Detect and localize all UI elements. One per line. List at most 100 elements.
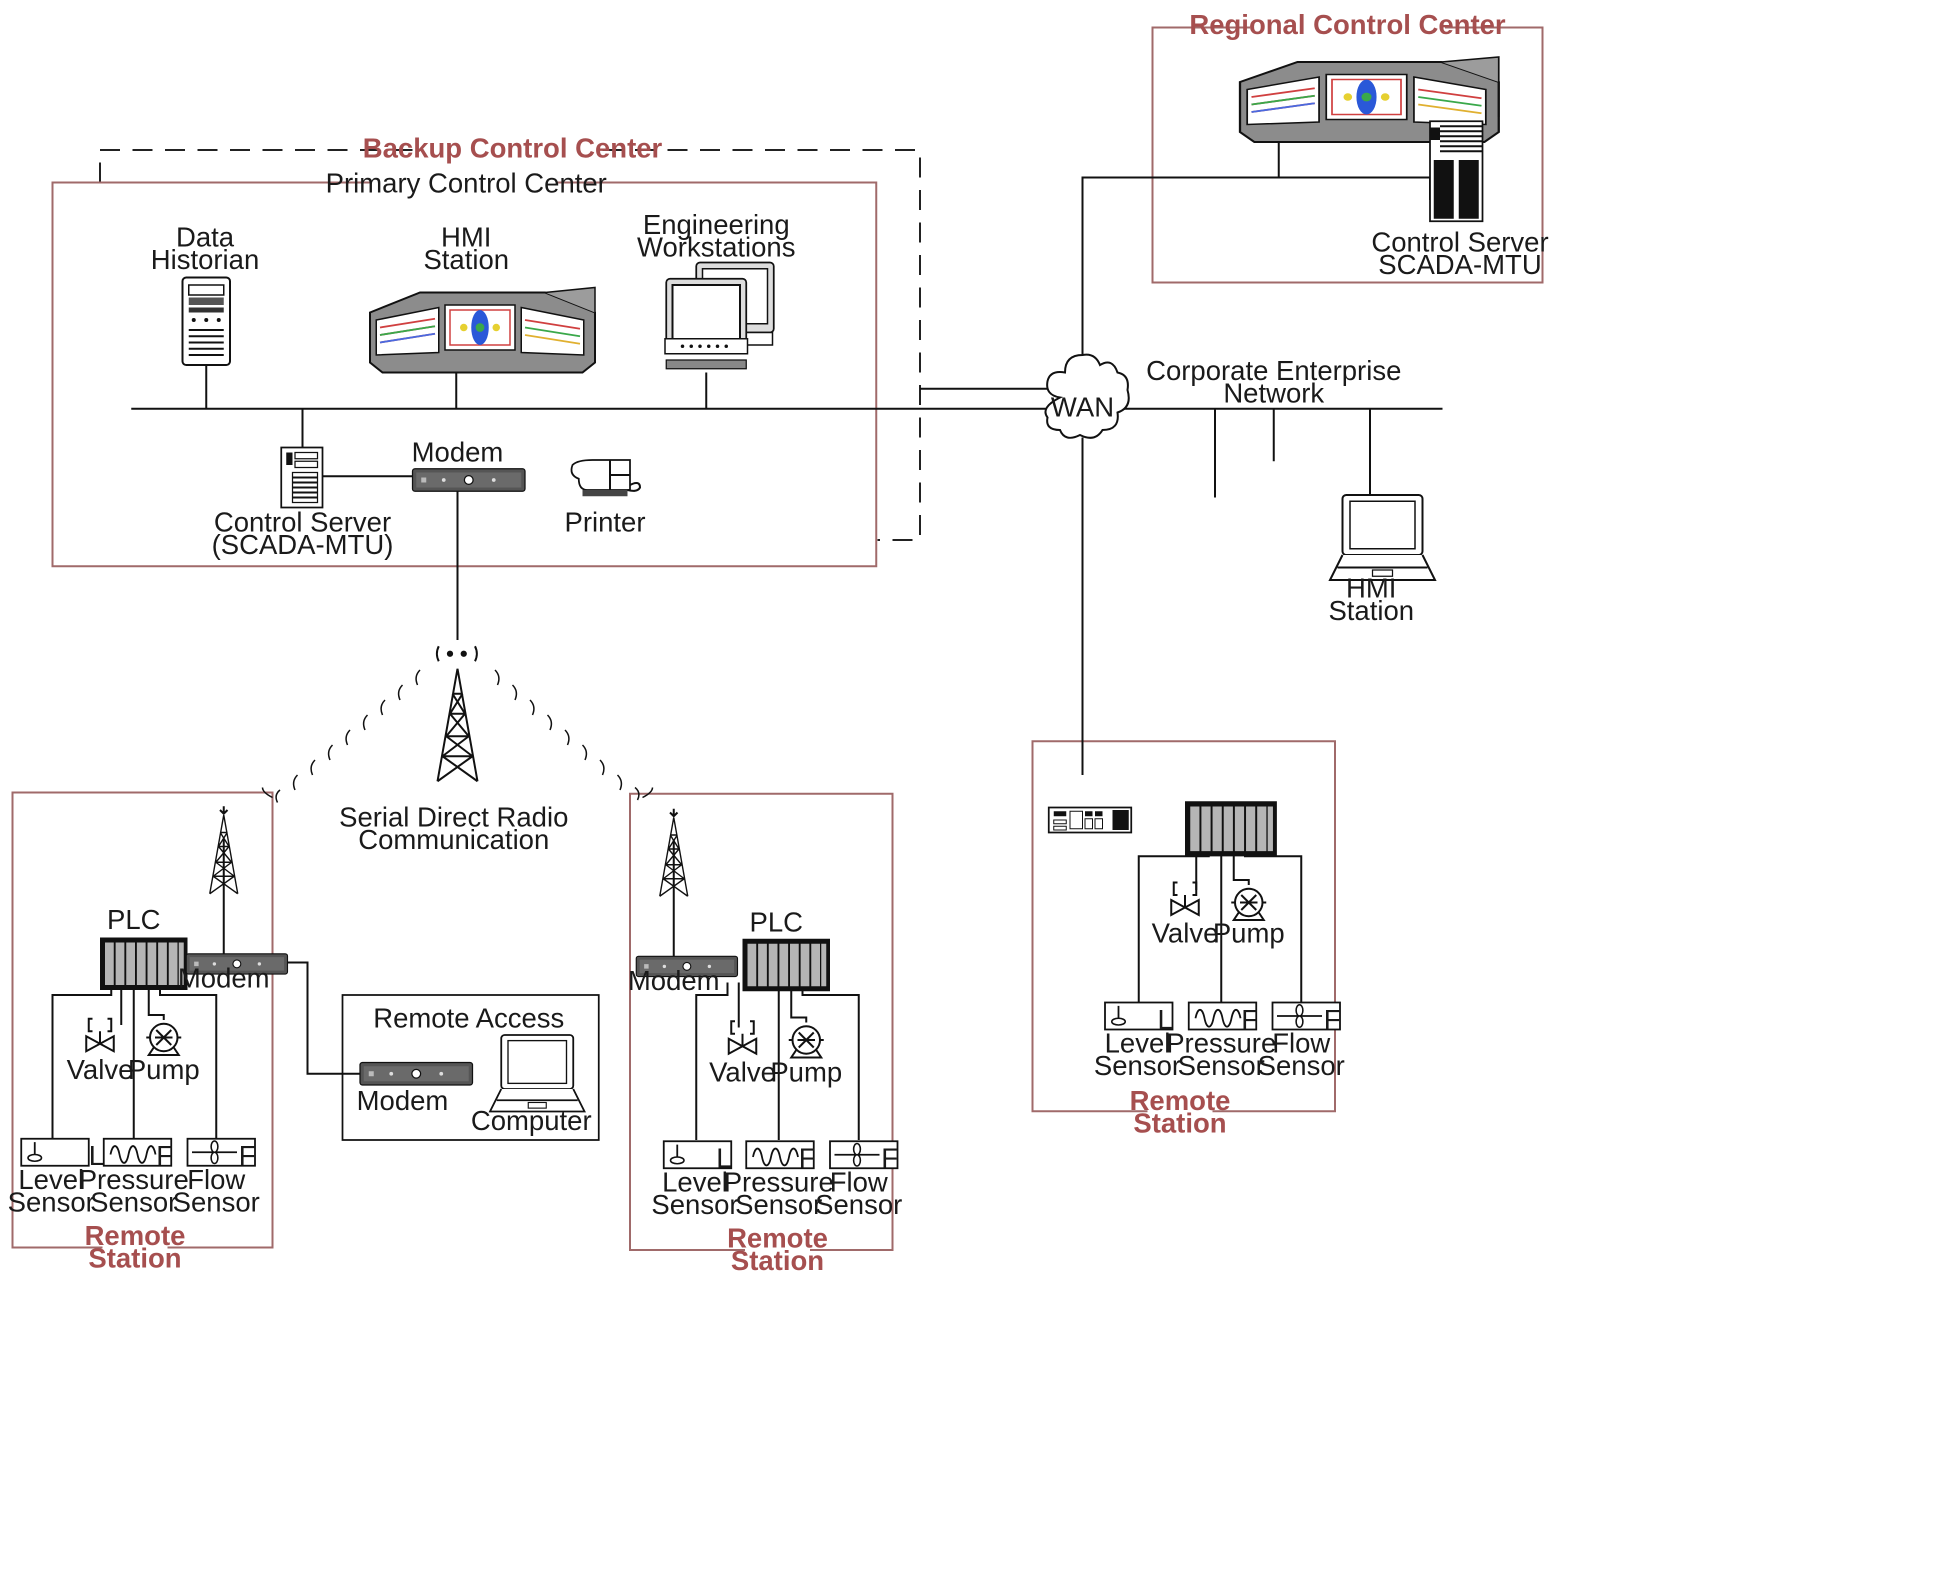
station-2-flow-label: Flow bbox=[830, 1166, 888, 1197]
station-3-level-sensor[interactable]: L bbox=[1104, 1001, 1174, 1035]
station-1-plc[interactable] bbox=[100, 937, 188, 991]
control-server-regional[interactable] bbox=[1429, 120, 1484, 223]
station-1-pump-label: Pump bbox=[128, 1054, 200, 1085]
remote-station-3-title: Remote bbox=[1130, 1085, 1231, 1116]
corporate-hmi-label-2: Station bbox=[1328, 595, 1414, 626]
station-2-level-sensor[interactable]: L bbox=[662, 1140, 733, 1174]
station-2-valve[interactable] bbox=[727, 1020, 758, 1055]
primary-control-center-title: Primary Control Center bbox=[326, 168, 607, 199]
station-1-level-sensor[interactable]: L bbox=[20, 1137, 104, 1171]
station-3-plc[interactable] bbox=[1184, 801, 1277, 857]
printer-label: Printer bbox=[565, 506, 646, 537]
svg-text:L: L bbox=[1158, 1004, 1173, 1035]
svg-text:F: F bbox=[1324, 1004, 1341, 1035]
wan-label: WAN bbox=[1051, 391, 1114, 422]
data-historian[interactable] bbox=[181, 276, 231, 366]
remote-access-modem-label: Modem bbox=[357, 1085, 449, 1116]
control-server-primary-label-2: (SCADA-MTU) bbox=[212, 529, 394, 560]
svg-text:F: F bbox=[239, 1140, 256, 1171]
station-3-level-label: Level bbox=[1105, 1028, 1171, 1059]
station-3-rtu[interactable] bbox=[1047, 806, 1133, 834]
station-3-flow-sensor[interactable]: F bbox=[1271, 1001, 1341, 1035]
station-2-pressure-sensor[interactable]: F bbox=[745, 1140, 816, 1174]
remote-access-border bbox=[341, 994, 600, 1141]
radio-label-2: Communication bbox=[358, 824, 549, 855]
svg-text:F: F bbox=[799, 1143, 816, 1174]
control-server-primary-label: Control Server bbox=[214, 506, 391, 537]
station-1-valve[interactable] bbox=[85, 1017, 115, 1053]
engineering-workstations[interactable] bbox=[664, 261, 775, 370]
station-1-valve-label: Valve bbox=[67, 1054, 134, 1085]
remote-access-modem[interactable] bbox=[359, 1061, 474, 1086]
station-2-level-label: Level bbox=[662, 1166, 728, 1197]
station-3-valve-label: Valve bbox=[1152, 918, 1219, 949]
hmi-station-label-2: Station bbox=[423, 244, 509, 275]
corporate-network-label-2: Network bbox=[1223, 378, 1324, 409]
station-2-plc-label: PLC bbox=[750, 906, 803, 937]
remote-station-2-border bbox=[629, 792, 894, 1251]
station-1-wires bbox=[51, 838, 225, 1139]
remote-station-1-border bbox=[11, 791, 274, 1249]
station-1-pressure-label-2: Sensor bbox=[90, 1186, 177, 1217]
radio-waves-left bbox=[261, 669, 421, 803]
wan-cloud-icon[interactable] bbox=[1044, 353, 1130, 439]
primary-control-center-border bbox=[51, 181, 878, 568]
station-2-pressure-label: Pressure bbox=[724, 1166, 834, 1197]
station-1-flow-label: Flow bbox=[187, 1164, 245, 1195]
station-1-plc-label: PLC bbox=[107, 904, 161, 935]
station-3-pump-label: Pump bbox=[1213, 918, 1285, 949]
regional-control-center-border bbox=[1151, 26, 1544, 284]
station-1-flow-sensor[interactable]: F bbox=[186, 1137, 256, 1171]
station-3-pump[interactable] bbox=[1230, 887, 1268, 921]
engineering-workstations-label-2: Workstations bbox=[637, 231, 795, 262]
corporate-hmi-label: HMI bbox=[1346, 573, 1396, 604]
remote-access-computer[interactable] bbox=[489, 1034, 586, 1113]
svg-text:L: L bbox=[716, 1143, 731, 1174]
station-1-modem-label: Modem bbox=[178, 963, 270, 994]
control-server-regional-label-2: SCADA-MTU bbox=[1378, 249, 1541, 280]
hmi-station-console[interactable] bbox=[369, 286, 596, 374]
station-2-flow-sensor[interactable]: F bbox=[829, 1140, 899, 1174]
regional-control-center-title: Regional Control Center bbox=[1189, 9, 1506, 40]
station-2-antenna[interactable] bbox=[659, 808, 689, 897]
corporate-hmi-laptop[interactable] bbox=[1329, 494, 1436, 581]
control-server-regional-label: Control Server bbox=[1371, 226, 1548, 257]
station-3-flow-label: Flow bbox=[1272, 1028, 1330, 1059]
modem-primary[interactable] bbox=[411, 468, 526, 492]
station-1-level-label-2: Sensor bbox=[8, 1186, 95, 1217]
backup-control-center-title: Backup Control Center bbox=[363, 133, 663, 164]
backup-control-center-border bbox=[99, 149, 921, 541]
station-3-flow-label-2: Sensor bbox=[1258, 1050, 1345, 1081]
station-2-modem-label: Modem bbox=[628, 965, 720, 996]
station-2-plc[interactable] bbox=[742, 938, 831, 992]
radio-waves-right bbox=[494, 669, 654, 801]
station-1-level-label: Level bbox=[18, 1164, 84, 1195]
station-2-pump-label: Pump bbox=[770, 1056, 842, 1087]
station-3-pressure-sensor[interactable]: F bbox=[1187, 1001, 1258, 1035]
control-server-primary[interactable] bbox=[280, 446, 324, 509]
svg-text:F: F bbox=[881, 1143, 898, 1174]
station-1-flow-label-2: Sensor bbox=[173, 1186, 260, 1217]
hmi-station-label: HMI bbox=[441, 221, 491, 252]
station-3-level-label-2: Sensor bbox=[1094, 1050, 1181, 1081]
station-3-pressure-label: Pressure bbox=[1166, 1028, 1276, 1059]
remote-station-3-border bbox=[1031, 740, 1336, 1113]
data-historian-label-2: Historian bbox=[151, 244, 260, 275]
remote-station-3-subtitle: Station bbox=[1133, 1108, 1226, 1139]
data-historian-label: Data bbox=[176, 221, 235, 252]
station-1-antenna[interactable] bbox=[209, 806, 239, 895]
station-3-valve[interactable] bbox=[1170, 881, 1200, 916]
station-1-pressure-label: Pressure bbox=[79, 1164, 189, 1195]
svg-text:F: F bbox=[1241, 1004, 1258, 1035]
remote-station-1-title: Remote bbox=[85, 1220, 186, 1251]
radio-tower[interactable] bbox=[435, 645, 479, 783]
station-2-level-label-2: Sensor bbox=[651, 1189, 738, 1220]
station-1-pump[interactable] bbox=[145, 1022, 183, 1056]
remote-access-title: Remote Access bbox=[373, 1003, 564, 1034]
remote-station-1-subtitle: Station bbox=[88, 1243, 181, 1274]
station-2-pump[interactable] bbox=[787, 1025, 825, 1059]
svg-text:F: F bbox=[156, 1140, 173, 1171]
printer[interactable] bbox=[570, 459, 642, 497]
station-1-pressure-sensor[interactable]: F bbox=[102, 1137, 173, 1171]
